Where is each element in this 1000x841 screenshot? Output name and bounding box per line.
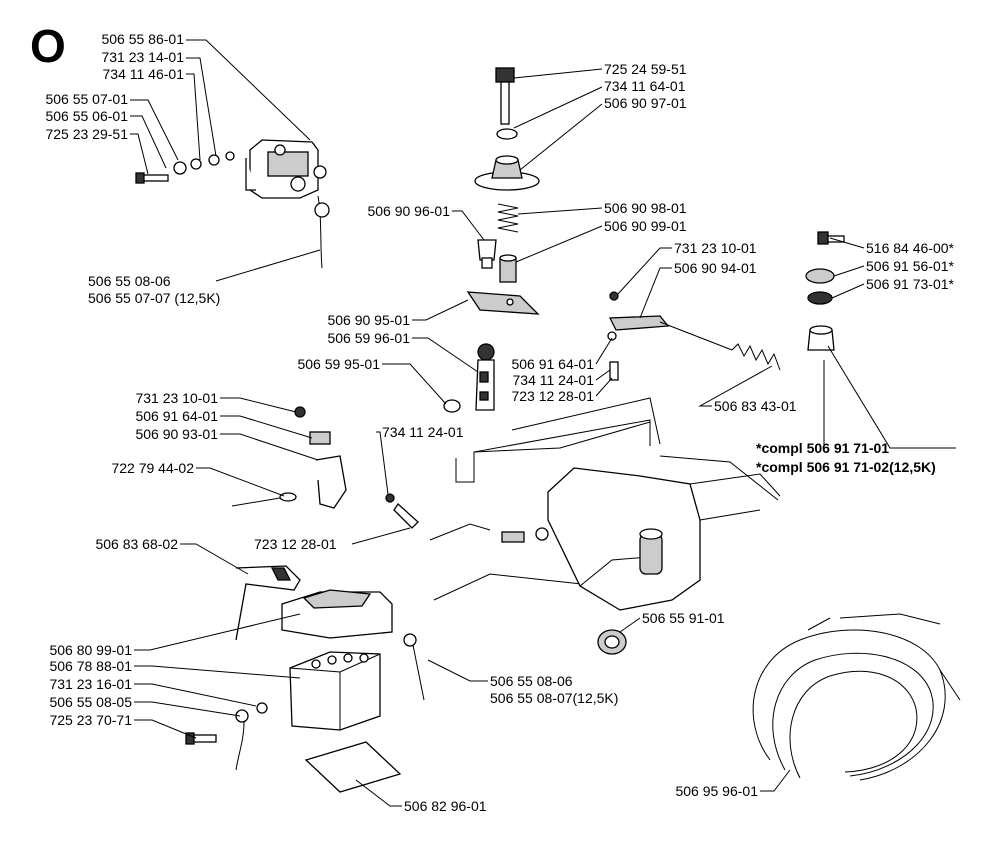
label-506-90-95-01: 506 90 95-01	[327, 312, 410, 328]
label-725-23-29-51: 725 23 29-51	[45, 126, 128, 142]
label-506-91-64-01-a: 506 91 64-01	[511, 356, 594, 372]
label-734-11-24-01-b: 734 11 24-01	[382, 424, 464, 440]
label-734-11-24-01-a: 734 11 24-01	[513, 372, 595, 388]
label-compl-506-91-71-02: *compl 506 91 71-02(12,5K)	[756, 459, 936, 475]
label-506-90-96-01: 506 90 96-01	[367, 203, 450, 219]
label-731-23-10-01-b: 731 23 10-01	[135, 390, 218, 406]
label-506-55-08-06-b: 506 55 08-06	[490, 673, 573, 689]
label-506-55-08-07: 506 55 08-07(12,5K)	[490, 690, 618, 706]
label-506-91-73-01: 506 91 73-01*	[866, 276, 955, 292]
battery	[185, 633, 425, 793]
label-506-90-98-01: 506 90 98-01	[604, 200, 687, 216]
label-506-82-96-01: 506 82 96-01	[404, 798, 487, 814]
solenoid-assembly	[135, 139, 330, 269]
label-compl-506-91-71-01: *compl 506 91 71-01	[756, 440, 889, 456]
chassis-frame	[429, 397, 781, 611]
label-506-55-06-01: 506 55 06-01	[45, 108, 128, 124]
label-506-83-43-01: 506 83 43-01	[714, 398, 797, 414]
label-506-90-99-01: 506 90 99-01	[604, 218, 687, 234]
label-506-55-86-01: 506 55 86-01	[101, 31, 184, 47]
label-506-55-07-01: 506 55 07-01	[45, 91, 128, 107]
label-731-23-10-01-a: 731 23 10-01	[674, 240, 757, 256]
section-letter: O	[30, 20, 66, 72]
label-731-23-16-01: 731 23 16-01	[49, 676, 132, 692]
label-506-90-97-01: 506 90 97-01	[604, 95, 687, 111]
label-506-55-08-06-a: 506 55 08-06	[88, 273, 171, 289]
label-734-11-64-01: 734 11 64-01	[604, 78, 686, 94]
label-506-90-93-01: 506 90 93-01	[135, 426, 218, 442]
label-725-24-59-51: 725 24 59-51	[604, 61, 687, 77]
battery-bracket	[235, 565, 301, 641]
lever-assembly	[443, 343, 495, 413]
label-506-90-94-01: 506 90 94-01	[674, 260, 757, 276]
label-731-23-14-01: 731 23 14-01	[101, 49, 184, 65]
label-506-55-08-05: 506 55 08-05	[49, 694, 132, 710]
leader-lines	[130, 39, 956, 807]
grommet	[597, 629, 627, 655]
label-506-55-91-01: 506 55 91-01	[642, 610, 725, 626]
label-506-78-88-01: 506 78 88-01	[49, 658, 132, 674]
part-labels: 506 55 86-01 731 23 14-01 734 11 46-01 5…	[45, 31, 954, 814]
label-506-91-56-01: 506 91 56-01*	[866, 258, 955, 274]
label-506-95-96-01: 506 95 96-01	[675, 783, 758, 799]
label-734-11-46-01: 734 11 46-01	[103, 66, 185, 82]
label-723-12-28-01-b: 723 12 28-01	[254, 536, 337, 552]
ignition-switch-set	[805, 231, 845, 351]
label-506-59-96-01: 506 59 96-01	[327, 330, 410, 346]
label-506-83-68-02: 506 83 68-02	[95, 536, 178, 552]
wiring-harness	[752, 613, 961, 781]
label-506-91-64-01-b: 506 91 64-01	[135, 408, 218, 424]
cable-bracket-group	[231, 406, 419, 529]
label-722-79-44-02: 722 79 44-02	[111, 460, 194, 476]
label-723-12-28-01-a: 723 12 28-01	[511, 388, 594, 404]
steering-top-assembly	[466, 67, 540, 315]
label-725-23-70-71: 725 23 70-71	[49, 712, 132, 728]
battery-cover	[281, 589, 393, 639]
bracket-spring-assembly	[607, 291, 781, 381]
label-506-80-99-01: 506 80 99-01	[49, 642, 132, 658]
label-516-84-46-00: 516 84 46-00*	[866, 240, 955, 256]
label-506-55-07-07: 506 55 07-07 (12,5K)	[88, 290, 220, 306]
label-506-59-95-01: 506 59 95-01	[297, 356, 380, 372]
